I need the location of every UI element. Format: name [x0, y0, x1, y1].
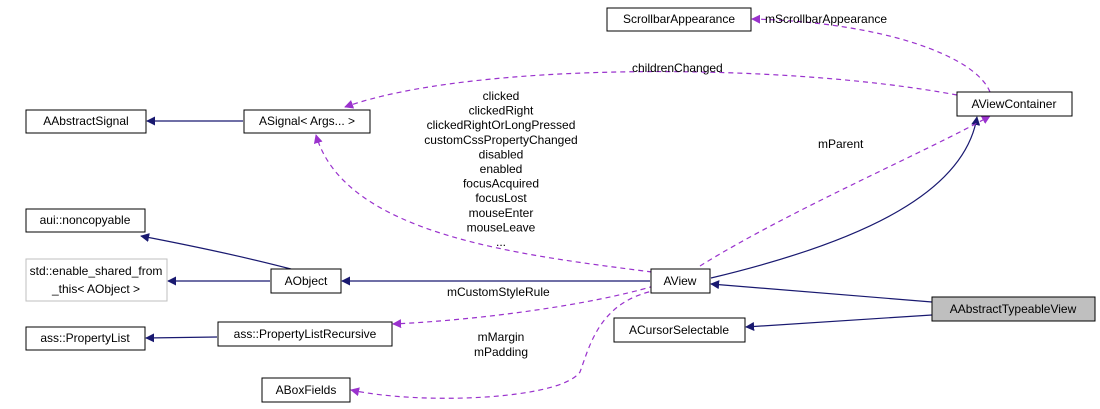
signal-label: focusAcquired [463, 177, 539, 191]
class-node-aabstracttypeableview[interactable]: AAbstractTypeableView [931, 296, 1096, 322]
node-label-line1: std::enable_shared_from [30, 264, 163, 278]
edge-recursive-to-propertylist [145, 333, 218, 343]
label-mpadding: mPadding [474, 345, 528, 359]
edge-aview-to-aboxfields [350, 289, 659, 399]
edge-typeable-to-acursorselectable [745, 314, 933, 331]
edge-aview-to-aviewcontainer [710, 116, 981, 279]
node-label: AView [664, 274, 697, 288]
signal-label: enabled [480, 162, 523, 176]
signal-label-list: clickedclickedRightclickedRightOrLongPre… [424, 89, 577, 249]
node-label: AAbstractSignal [43, 114, 128, 128]
edges [140, 14, 991, 399]
edge-aobject-to-noncopyable [140, 233, 292, 270]
signal-label: mouseLeave [467, 220, 536, 234]
node-label: aui::noncopyable [40, 213, 131, 227]
edge-aview-to-asignal [313, 134, 653, 273]
signal-label: disabled [479, 147, 524, 161]
label-mcustomstylerule: mCustomStyleRule [447, 285, 550, 299]
class-node-aviewcontainer[interactable]: AViewContainer [956, 91, 1073, 117]
signal-label: customCssPropertyChanged [424, 133, 577, 147]
node-label: ACursorSelectable [629, 323, 729, 337]
class-node-aabstractsignal[interactable]: AAbstractSignal [25, 109, 147, 134]
signal-label: mouseEnter [469, 206, 534, 220]
class-node-acursorselectable[interactable]: ACursorSelectable [613, 317, 746, 343]
node-label: ABoxFields [276, 383, 337, 397]
node-label: AAbstractTypeableView [950, 302, 1077, 316]
class-node-enable-shared-from-this[interactable]: std::enable_shared_from _this< AObject > [25, 258, 168, 302]
class-node-ass-propertylistrecursive[interactable]: ass::PropertyListRecursive [217, 321, 393, 347]
label-childrenchanged: childrenChanged [632, 61, 723, 75]
label-mparent: mParent [818, 137, 864, 151]
class-node-aui-noncopyable[interactable]: aui::noncopyable [25, 208, 146, 233]
edge-aviewcontainer-to-scrollbar [751, 14, 991, 93]
class-node-aobject[interactable]: AObject [270, 268, 342, 294]
node-label: AViewContainer [972, 97, 1057, 111]
edge-labels: mScrollbarAppearance childrenChanged mPa… [424, 12, 887, 359]
class-node-ass-propertylist[interactable]: ass::PropertyList [25, 326, 146, 351]
node-label: ass::PropertyList [40, 331, 130, 345]
edge-typeable-to-aview [710, 280, 933, 303]
class-node-scrollbarappearance[interactable]: ScrollbarAppearance [606, 7, 752, 32]
class-node-aview[interactable]: AView [650, 268, 711, 294]
signal-label: focusLost [475, 191, 527, 205]
edge-aviewcontainer-to-asignal [344, 71, 958, 109]
node-label: ASignal< Args... > [259, 114, 355, 128]
signal-label: clickedRightOrLongPressed [427, 118, 576, 132]
signal-label: clicked [483, 89, 520, 103]
signal-label: ... [496, 235, 506, 249]
label-mmargin: mMargin [478, 330, 525, 344]
node-label-line2: _this< AObject > [51, 282, 140, 296]
node-label: ScrollbarAppearance [623, 12, 735, 26]
label-mscrollbarappearance: mScrollbarAppearance [765, 12, 887, 26]
class-node-asignal[interactable]: ASignal< Args... > [243, 109, 371, 134]
class-node-aboxfields[interactable]: ABoxFields [261, 377, 351, 403]
signal-label: clickedRight [469, 104, 534, 118]
node-label: ass::PropertyListRecursive [234, 327, 377, 341]
node-label: AObject [285, 274, 328, 288]
edge-aview-to-propertylistrecursive [392, 285, 655, 329]
